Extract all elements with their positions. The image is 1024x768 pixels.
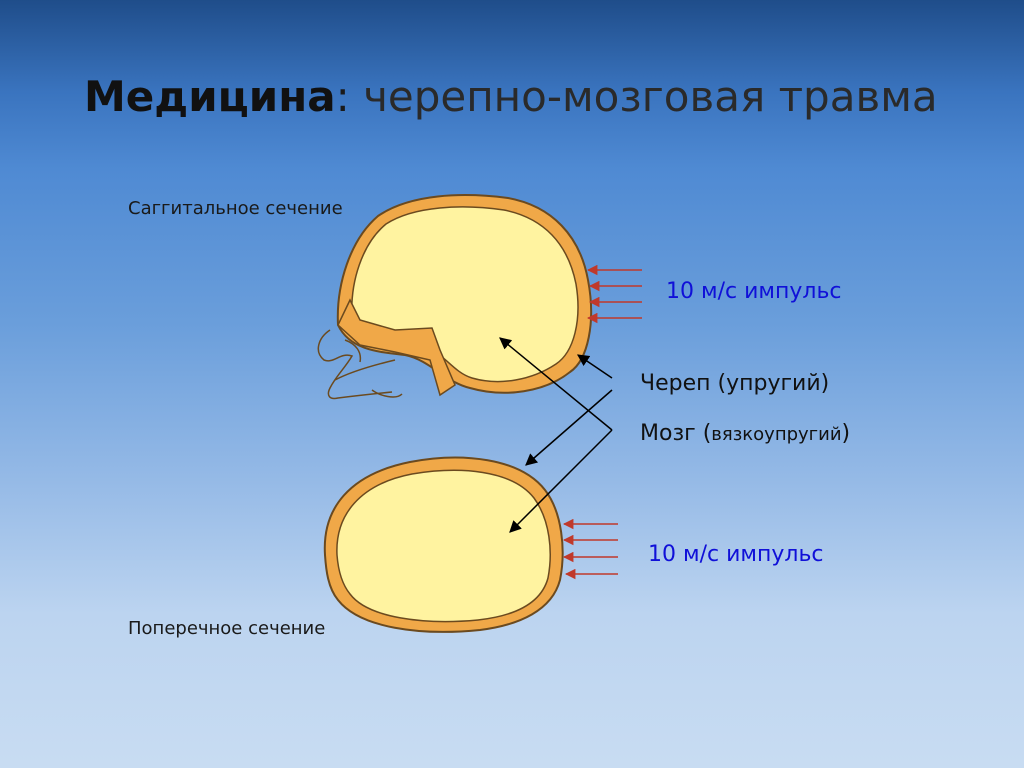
impulse-label-top: 10 м/с импульс: [666, 279, 842, 304]
impulse-arrows-top: [586, 264, 642, 324]
brain-term-qualifier: вязкоупругий: [711, 424, 842, 445]
pointer-arrows: [499, 337, 613, 533]
brain-term: Мозг (вязкоупругий): [640, 421, 850, 446]
skull-pointer-bottom: [525, 389, 613, 466]
sagittal-label: Саггитальное сечение: [128, 198, 343, 219]
brain-term-prefix: Мозг (: [640, 421, 712, 446]
sagittal-section: [317, 194, 593, 400]
facial-bones: [317, 329, 403, 400]
brain-term-suffix: ): [841, 421, 851, 446]
transverse-label: Поперечное сечение: [128, 618, 326, 639]
transverse-brain: [336, 469, 551, 623]
impulse-arrows-bottom: [562, 518, 618, 580]
slide-title: Медицина: черепно-мозговая травма: [84, 72, 938, 121]
brain-pointer-top: [499, 337, 613, 431]
brain-pointer-bottom: [509, 429, 613, 533]
impulse-label-bottom: 10 м/с импульс: [648, 542, 824, 567]
title-rest: черепно-мозговая травма: [349, 72, 938, 121]
skull-term: Череп (упругий): [640, 371, 830, 396]
skull-base: [337, 298, 456, 397]
skull-pointer-top: [577, 354, 613, 379]
title-colon: :: [335, 72, 350, 121]
sagittal-brain: [351, 206, 579, 383]
transverse-section: [323, 456, 564, 633]
title-bold: Медицина: [84, 72, 336, 121]
